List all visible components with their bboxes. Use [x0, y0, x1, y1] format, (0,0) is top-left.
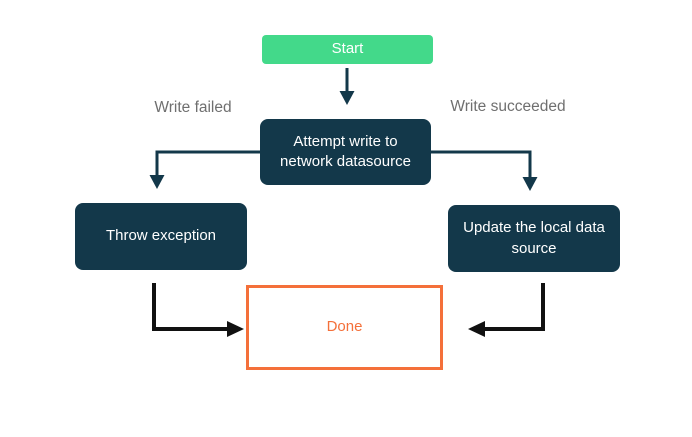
- edge-attempt-to-update: [431, 150, 538, 191]
- edge-update-to-done: [468, 283, 545, 337]
- arrowhead-left-icon: [468, 321, 485, 337]
- edge-label-write-succeeded: Write succeeded: [450, 98, 566, 115]
- arrowhead-right-icon: [227, 321, 244, 337]
- node-start-label: Start: [331, 40, 364, 58]
- node-throw-exception: Throw exception: [75, 203, 247, 270]
- edge-start-to-attempt: [339, 68, 355, 105]
- edge-attempt-to-throw: [149, 150, 260, 189]
- arrowhead-down-icon: [522, 177, 538, 191]
- node-done: Done: [246, 285, 443, 370]
- edge-throw-to-done: [152, 283, 244, 337]
- node-done-label: Done: [326, 318, 363, 336]
- edge-line: [431, 150, 532, 177]
- node-update-local: Update the local data source: [448, 205, 620, 272]
- node-update-local-label: Update the local data source: [463, 219, 605, 257]
- node-attempt-write: Attempt write to network datasource: [260, 119, 431, 185]
- node-attempt-write-label: Attempt write to network datasource: [280, 132, 411, 170]
- edge-line: [485, 283, 545, 331]
- node-throw-exception-label: Throw exception: [105, 227, 217, 245]
- edge-line: [152, 283, 227, 331]
- node-start: Start: [262, 35, 433, 64]
- arrowhead-down-icon: [339, 91, 355, 105]
- arrowhead-down-icon: [149, 175, 165, 189]
- edge-line: [155, 150, 260, 175]
- edge-label-write-failed: Write failed: [154, 99, 232, 116]
